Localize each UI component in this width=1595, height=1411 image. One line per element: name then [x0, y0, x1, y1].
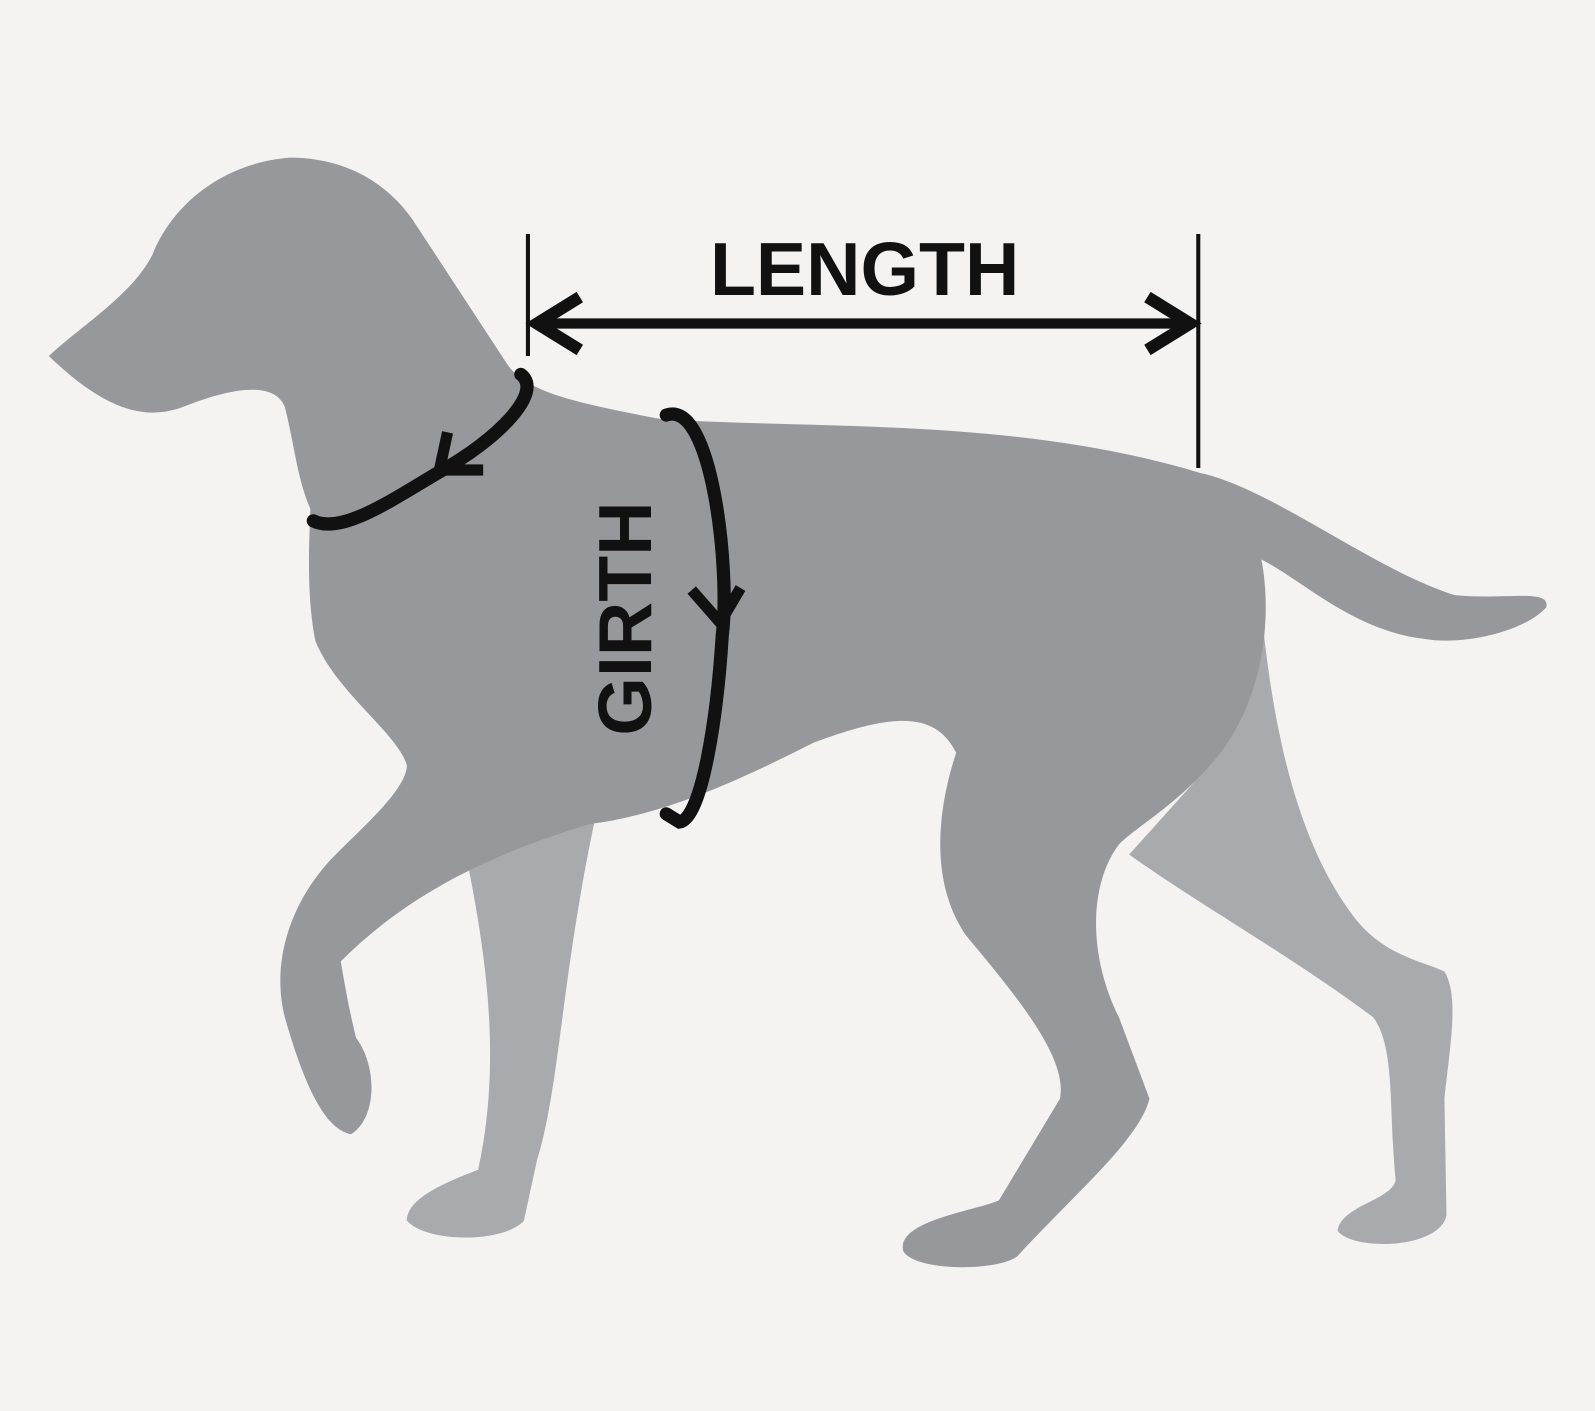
girth-label: GIRTH — [583, 501, 667, 735]
length-label: LENGTH — [710, 227, 1019, 311]
far-front-leg — [406, 818, 596, 1238]
neck-arrowhead-icon — [432, 431, 484, 476]
length-left-arrowhead-icon — [525, 291, 584, 356]
far-rear-leg — [1129, 610, 1453, 1245]
girth-loop — [659, 407, 731, 829]
dog-body — [48, 157, 1547, 1268]
length-right-arrowhead-icon — [1144, 291, 1202, 356]
girth-arrowhead-icon — [687, 585, 746, 633]
